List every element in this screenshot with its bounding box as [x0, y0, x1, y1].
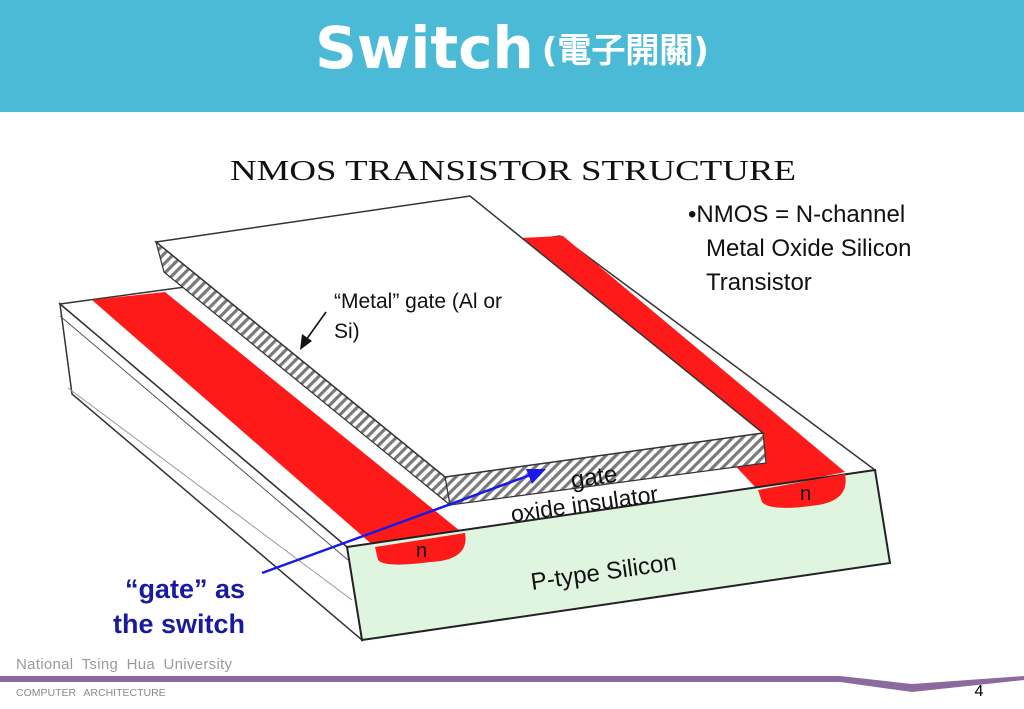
gate-top-face: [154, 195, 765, 478]
definition-line-2: Metal Oxide Silicon: [706, 235, 911, 262]
nmos-diagram: NMOS TRANSISTOR STRUCTURE •NMOS = N-chan…: [58, 155, 911, 642]
n-region-left-stripe: [92, 292, 465, 547]
metal-gate-label-line-1: “Metal” gate (Al or: [334, 290, 502, 313]
slide-title-chinese: (電子開關): [541, 31, 709, 71]
metal-gate-pointer-head: [300, 334, 312, 350]
switch-annotation-arrowhead: [526, 469, 546, 484]
definition-line-3: Transistor: [706, 269, 812, 296]
n-label-left: n: [416, 540, 427, 562]
annotation-line-1: “gate” as: [125, 574, 245, 604]
n-pocket-left: [375, 533, 466, 565]
footer-university: National Tsing Hua University: [16, 656, 233, 673]
footer-department: COMPUTER ARCHITECTURE: [16, 687, 166, 699]
definition-line-1: •NMOS = N-channel: [688, 201, 905, 228]
metal-gate-label-line-2: Si): [334, 320, 360, 343]
slide-title-main: Switch: [315, 14, 534, 82]
annotation-line-2: the switch: [113, 609, 245, 639]
switch-annotation-arrow: [261, 472, 534, 575]
title-banner: Switch(電子開關): [0, 0, 1024, 112]
page-number: 4: [974, 683, 984, 700]
substrate-front-face: [345, 468, 892, 642]
footer-divider: [0, 676, 1024, 692]
metal-gate-pointer: [305, 311, 327, 341]
slide-title: Switch(電子開關): [0, 14, 1024, 82]
diagram-heading: NMOS TRANSISTOR STRUCTURE: [230, 155, 796, 187]
n-label-right: n: [800, 483, 811, 505]
gate-label: gate: [569, 461, 619, 494]
n-pocket-right: [758, 474, 846, 508]
n-region-right-stripe: [520, 236, 845, 490]
